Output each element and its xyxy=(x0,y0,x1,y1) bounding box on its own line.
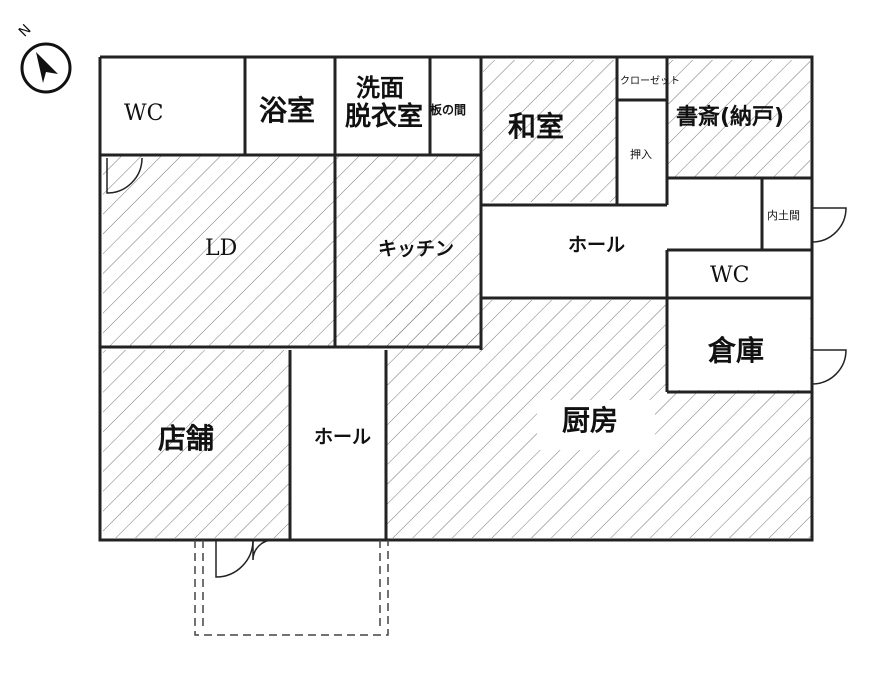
room-closet: クローゼット xyxy=(620,76,680,87)
room-wc1: WC xyxy=(124,101,164,126)
room-kitchen-commercial: 厨房 xyxy=(562,404,619,437)
room-oshiire: 押入 xyxy=(630,148,652,161)
room-ld: LD xyxy=(205,236,238,261)
shop-area xyxy=(103,350,289,538)
japanese-room-area xyxy=(483,60,616,202)
room-kitchen: キッチン xyxy=(378,238,455,260)
room-wc2: WC xyxy=(710,263,750,288)
doors xyxy=(106,157,847,578)
room-bath: 浴室 xyxy=(259,94,316,127)
room-storage: 倉庫 xyxy=(708,334,765,367)
room-washroom-1: 洗面 xyxy=(356,74,404,102)
study-area xyxy=(667,60,810,178)
walls xyxy=(98,55,814,542)
room-washroom-2: 脱衣室 xyxy=(345,102,424,132)
room-study: 書斎(納戸) xyxy=(676,105,785,130)
entrance-porch xyxy=(194,540,389,636)
room-board: 板の間 xyxy=(430,103,467,117)
kitchen-label-clear xyxy=(537,400,655,450)
storage-cutout xyxy=(667,300,810,390)
room-japanese: 和室 xyxy=(508,110,565,143)
room-inner-doma: 内土間 xyxy=(767,209,800,222)
compass-icon xyxy=(20,42,72,94)
room-hall-1: ホール xyxy=(568,234,626,256)
room-shop: 店舗 xyxy=(158,422,215,455)
room-hall-2: ホール xyxy=(314,426,372,448)
